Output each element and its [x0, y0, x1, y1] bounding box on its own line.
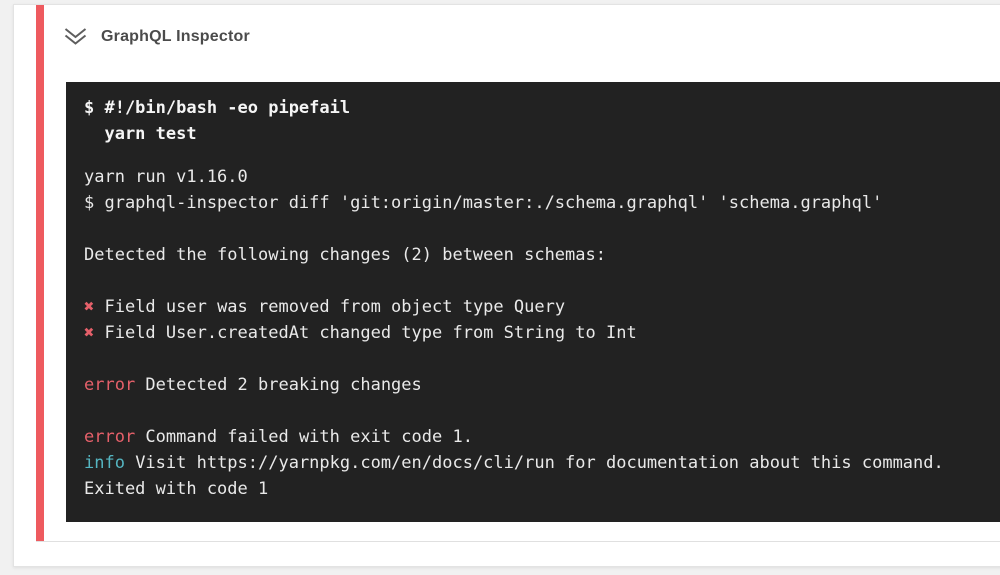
- collapse-double-chevron-icon[interactable]: [63, 25, 88, 49]
- log-output: yarn run v1.16.0 $ graphql-inspector diff…: [84, 164, 1000, 502]
- step-title: GraphQL Inspector: [101, 28, 250, 45]
- failed-step-section: GraphQL Inspector $ #!/bin/bash -eo pipe…: [36, 5, 1000, 542]
- log-line: $ graphql-inspector diff 'git:origin/mas…: [84, 193, 883, 213]
- log-line: ✖ Field user was removed from object typ…: [84, 297, 566, 317]
- failure-accent-bar: [36, 5, 44, 541]
- log-line: error Command failed with exit code 1.: [84, 427, 473, 447]
- log-line: error Detected 2 breaking changes: [84, 375, 422, 395]
- log-line: [84, 398, 1000, 424]
- log-line: [84, 346, 1000, 372]
- log-line: ✖ Field User.createdAt changed type from…: [84, 323, 637, 343]
- log-line: Exited with code 1: [84, 479, 269, 499]
- log-line: info Visit https://yarnpkg.com/en/docs/c…: [84, 453, 944, 473]
- step-header[interactable]: GraphQL Inspector: [36, 5, 1000, 49]
- log-line: [84, 268, 1000, 294]
- log-line: [84, 216, 1000, 242]
- command-block: $ #!/bin/bash -eo pipefail yarn test: [84, 98, 351, 144]
- terminal-output: $ #!/bin/bash -eo pipefail yarn test yar…: [66, 82, 1000, 522]
- build-output-card: GraphQL Inspector $ #!/bin/bash -eo pipe…: [13, 4, 1000, 567]
- log-line: Detected the following changes (2) betwe…: [84, 245, 606, 265]
- log-line: yarn run v1.16.0: [84, 167, 248, 187]
